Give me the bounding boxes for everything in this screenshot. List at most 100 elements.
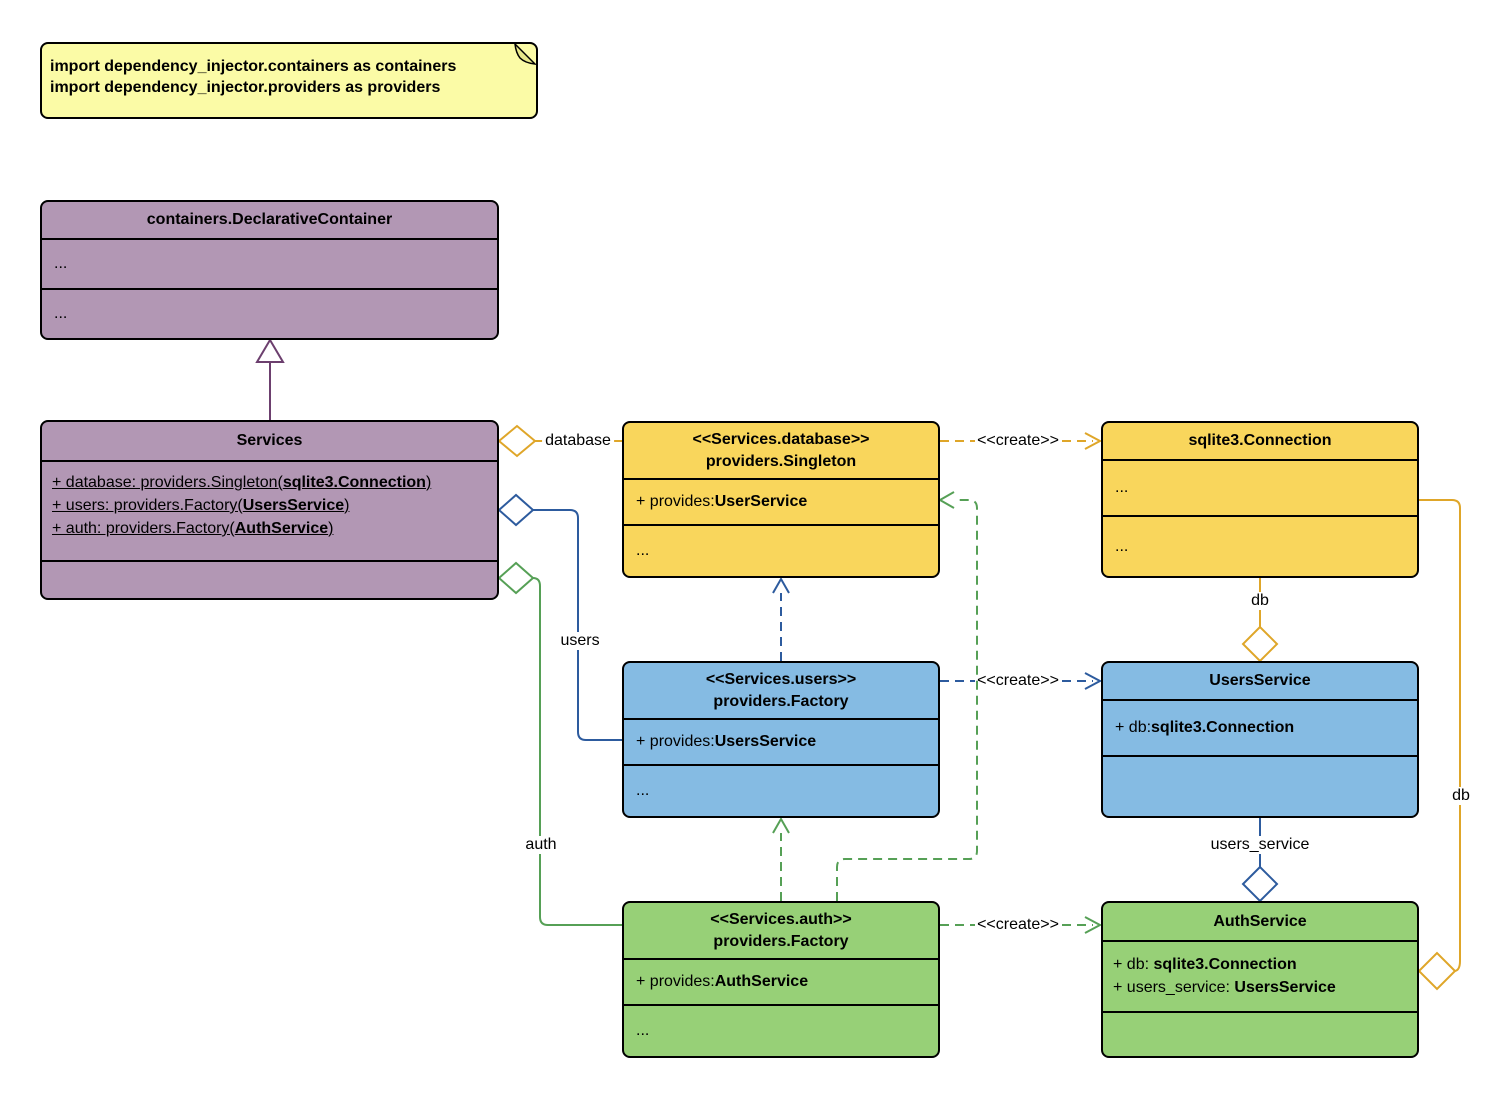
- class-declarative-container: containers.DeclarativeContainer ... ...: [40, 200, 499, 340]
- class-title: <<Services.database>> providers.Singleto…: [624, 423, 938, 478]
- inheritance-triangle-icon: [255, 338, 285, 363]
- attribute-line: + database: providers.Singleton(sqlite3.…: [52, 471, 487, 494]
- edge-aggregation-auth: [497, 561, 622, 926]
- edge-label-auth: auth: [522, 836, 560, 854]
- edge-label-database: database: [542, 432, 614, 450]
- class-providers-factory-users: <<Services.users>> providers.Factory + p…: [622, 661, 940, 818]
- attr-text: + provides:: [636, 733, 715, 750]
- edge-aggregation-users-service: [1241, 818, 1279, 903]
- attr-text: + db:: [1115, 719, 1152, 736]
- arrowhead-icon: [1084, 916, 1103, 934]
- class-name: providers.Factory: [713, 692, 849, 710]
- attr-type: AuthService: [234, 520, 329, 537]
- ellipsis-compartment: ...: [624, 1004, 938, 1056]
- class-title: <<Services.users>> providers.Factory: [624, 663, 938, 718]
- attr-type: sqlite3.Connection: [282, 474, 426, 491]
- note-line: import dependency_injector.containers as…: [50, 58, 457, 75]
- aggregation-diamond-icon: [497, 493, 535, 527]
- attr-type: UserService: [714, 493, 808, 510]
- class-name: providers.Factory: [713, 932, 849, 950]
- edge-inheritance-services: [255, 338, 285, 420]
- attr-text: + users_service:: [1113, 979, 1235, 996]
- edge-create-database: [940, 432, 1103, 450]
- class-name: providers.Singleton: [705, 452, 857, 470]
- class-title: AuthService: [1213, 912, 1307, 930]
- aggregation-diamond-icon: [1417, 951, 1457, 991]
- attr-text: + database: providers.Singleton(: [52, 474, 283, 491]
- attr-type: sqlite3.Connection: [1153, 956, 1297, 973]
- edge-inject-usersfactory-singleton: [772, 576, 790, 661]
- class-services: Services + database: providers.Singleton…: [40, 420, 499, 600]
- edge-label-users-service: users_service: [1207, 836, 1313, 854]
- stereotype: <<Services.database>>: [692, 430, 870, 448]
- arrowhead-icon: [772, 576, 790, 594]
- edge-inject-authfactory-singleton: [836, 491, 978, 901]
- stereotype: <<Services.users>>: [705, 670, 857, 688]
- attr-text: + users: providers.Factory(: [52, 497, 243, 514]
- edge-label-create-auth: <<create>>: [977, 916, 1059, 933]
- edge-create-users: [940, 672, 1103, 690]
- edge-inject-authfactory-usersfactory: [772, 816, 790, 901]
- class-auth-service: AuthService + db: sqlite3.Connection + u…: [1101, 901, 1419, 1058]
- aggregation-diamond-icon: [1241, 865, 1279, 903]
- empty-compartment: [1103, 1011, 1417, 1056]
- ellipsis-compartment: ...: [624, 764, 938, 816]
- attributes-compartment: + database: providers.Singleton(sqlite3.…: [42, 460, 497, 560]
- attributes-compartment: + provides: UserService: [624, 478, 938, 524]
- attr-text: ): [328, 520, 334, 537]
- ellipsis-compartment: ...: [1103, 515, 1417, 576]
- attr-text: + db:: [1113, 956, 1154, 973]
- edge-aggregation-users: [497, 493, 622, 741]
- attributes-compartment: + provides: AuthService: [624, 958, 938, 1004]
- empty-compartment: [42, 560, 497, 598]
- ellipsis-compartment: ...: [42, 288, 497, 338]
- attr-type: UsersService: [242, 497, 345, 514]
- attributes-compartment: + db: sqlite3.Connection + users_service…: [1103, 940, 1417, 1011]
- note-line: import dependency_injector.providers as …: [50, 79, 441, 96]
- attr-text: + provides:: [636, 973, 715, 990]
- attributes-compartment: + provides: UsersService: [624, 718, 938, 764]
- edge-aggregation-db-authservice: [1417, 499, 1461, 991]
- attr-type: UsersService: [1234, 979, 1336, 996]
- aggregation-diamond-icon: [497, 561, 535, 595]
- attr-type: sqlite3.Connection: [1151, 719, 1295, 736]
- attr-text: + auth: providers.Factory(: [52, 520, 235, 537]
- arrowhead-icon: [1084, 432, 1103, 450]
- ellipsis-compartment: ...: [42, 238, 497, 288]
- attribute-line: + auth: providers.Factory(AuthService): [52, 517, 487, 540]
- arrowhead-icon: [1084, 672, 1103, 690]
- attr-text: ): [344, 497, 350, 514]
- ellipsis-compartment: ...: [1103, 459, 1417, 515]
- arrowhead-icon: [772, 816, 790, 834]
- edge-label-create-database: <<create>>: [977, 432, 1059, 449]
- class-title: Services: [236, 432, 303, 449]
- attributes-compartment: + db: sqlite3.Connection: [1103, 699, 1417, 755]
- imports-note: import dependency_injector.containers as…: [40, 42, 538, 119]
- edge-label-db-users: db: [1248, 592, 1272, 610]
- arrowhead-icon: [937, 491, 955, 509]
- class-title: containers.DeclarativeContainer: [146, 211, 393, 228]
- edge-create-auth: [940, 916, 1103, 934]
- class-providers-factory-auth: <<Services.auth>> providers.Factory + pr…: [622, 901, 940, 1058]
- class-title: <<Services.auth>> providers.Factory: [624, 903, 938, 958]
- class-providers-singleton-database: <<Services.database>> providers.Singleto…: [622, 421, 940, 578]
- edge-aggregation-db-usersservice: [1241, 578, 1279, 663]
- attr-type: AuthService: [714, 973, 809, 990]
- class-sqlite3-connection: sqlite3.Connection ... ...: [1101, 421, 1419, 578]
- ellipsis-compartment: ...: [624, 524, 938, 576]
- attr-text: + provides:: [636, 493, 715, 510]
- aggregation-diamond-icon: [497, 424, 537, 458]
- attribute-line: + users: providers.Factory(UsersService): [52, 494, 487, 517]
- attr-text: ): [425, 474, 432, 491]
- class-title: sqlite3.Connection: [1188, 432, 1332, 449]
- class-users-service: UsersService + db: sqlite3.Connection: [1101, 661, 1419, 818]
- class-title: UsersService: [1209, 672, 1311, 689]
- note-fold-icon: [514, 43, 537, 65]
- attr-type: UsersService: [714, 733, 817, 750]
- edge-label-db-auth: db: [1449, 787, 1473, 805]
- empty-compartment: [1103, 755, 1417, 816]
- stereotype: <<Services.auth>>: [710, 910, 852, 928]
- aggregation-diamond-icon: [1241, 625, 1279, 663]
